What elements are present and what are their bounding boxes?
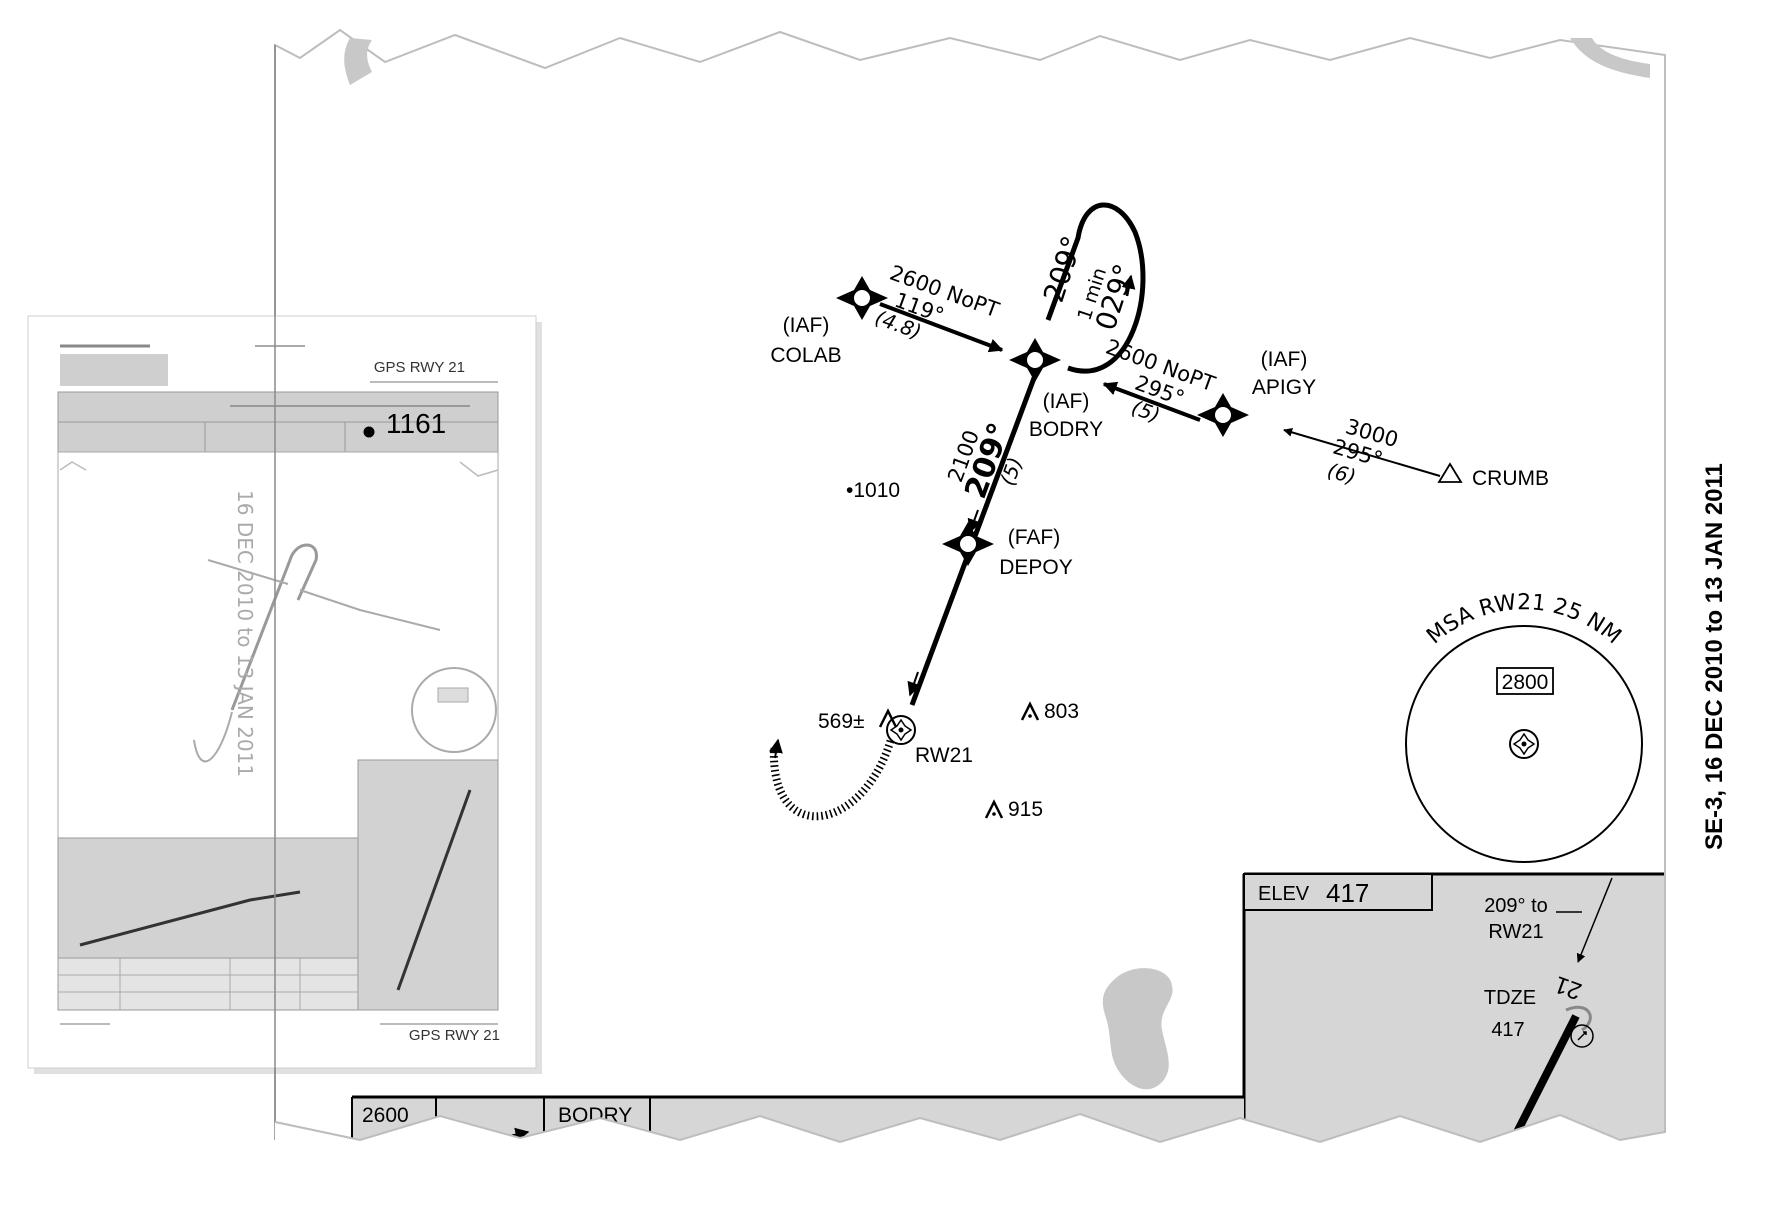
- thumbnail-chart: GPS RWY 21 1161 16 DEC 2010 to 13 JAN 20…: [27, 315, 542, 1074]
- fix-colab: [836, 276, 888, 320]
- msa-circle-group: MSA RW21 25 NM 2800: [1405, 590, 1643, 863]
- thumbnail-header-box: [60, 354, 168, 386]
- thumbnail-elevation-label: 1161: [386, 408, 446, 439]
- thumbnail-date-vertical: 16 DEC 2010 to 13 JAN 2011: [233, 490, 257, 777]
- msa-altitude: 2800: [1502, 671, 1549, 694]
- bodry-name: BODRY: [1029, 418, 1103, 441]
- obstacle-915-label: 915: [1008, 798, 1043, 821]
- fix-apigy: [1197, 393, 1249, 437]
- obstacle-915-symbol: [984, 799, 1004, 819]
- tdze-value: 417: [1491, 1019, 1524, 1041]
- msa-altitude-box: [1496, 667, 1554, 695]
- runway-note-line1: 209° to: [1484, 895, 1548, 917]
- missed-approach-arrow: [769, 738, 783, 759]
- thumbnail-title: GPS RWY 21: [374, 359, 465, 376]
- colab-leg: [879, 302, 1004, 353]
- elev-value: 417: [1326, 878, 1369, 908]
- apigy-name: APIGY: [1252, 376, 1316, 399]
- fix-depoy: [942, 522, 994, 566]
- tdze-label: TDZE: [1484, 987, 1536, 1009]
- final-approach-course: [909, 361, 1043, 706]
- thumbnail-airport-inset: [357, 759, 499, 1011]
- elev-label: ELEV: [1258, 883, 1310, 905]
- depoy-name: DEPOY: [999, 556, 1073, 579]
- obstacle-803-label: 803: [1044, 700, 1079, 723]
- rw21-name: RW21: [915, 744, 973, 767]
- thumbnail-msa-circle: [411, 667, 497, 753]
- bottom-tear-cover: [275, 1114, 1665, 1205]
- runway-note-line2: RW21: [1488, 921, 1543, 943]
- fix-bodry: [1009, 338, 1061, 382]
- bodry-role: (IAF): [1043, 390, 1090, 413]
- bottom-tear-edge: [274, 1112, 1666, 1144]
- obstacle-569-label: 569±: [818, 710, 865, 733]
- elev-box: [1243, 873, 1433, 911]
- colab-role: (IAF): [783, 314, 830, 337]
- lake-shape: [1102, 968, 1173, 1090]
- obstacle-803-symbol: [1020, 701, 1040, 721]
- thumbnail-footer-title: GPS RWY 21: [409, 1027, 500, 1044]
- beacon-icon: [1570, 1024, 1594, 1048]
- missed-approach-path: [769, 731, 897, 821]
- apigy-leg: [1102, 381, 1201, 422]
- msa-center-waypoint-icon: [1509, 729, 1539, 759]
- right-margin-cover: [1666, 860, 1772, 1205]
- runway-21: [1504, 1014, 1580, 1152]
- obstacle-1010: •1010: [846, 479, 900, 502]
- effective-date-vertical: SE-3, 16 DEC 2010 to 13 JAN 2011: [1701, 463, 1728, 850]
- fix-crumb-triangle: [1437, 462, 1463, 483]
- runway-waypoint-symbol: [886, 715, 916, 745]
- obstacle-569-symbol: [878, 708, 898, 728]
- airport-panel: ELEV 417 209° to RW21 TDZE 417 21: [1242, 872, 1664, 1154]
- final-arrow-2: [907, 671, 921, 697]
- airport-panel-bg: [1244, 874, 1664, 1154]
- runway-note-arrow: [1576, 877, 1613, 963]
- thumbnail-obstacle-dot: [363, 426, 375, 438]
- holding-pattern: [1045, 202, 1146, 374]
- colab-name: COLAB: [770, 344, 841, 367]
- crumb-leg: [1283, 427, 1441, 477]
- holding-arrow: [1121, 274, 1136, 297]
- depoy-role: (FAF): [1008, 526, 1061, 549]
- apigy-role: (IAF): [1261, 348, 1308, 371]
- profile-altitude: 2600: [362, 1104, 409, 1127]
- crumb-name: CRUMB: [1472, 467, 1549, 490]
- thumbnail-minimums-table: [57, 957, 359, 1011]
